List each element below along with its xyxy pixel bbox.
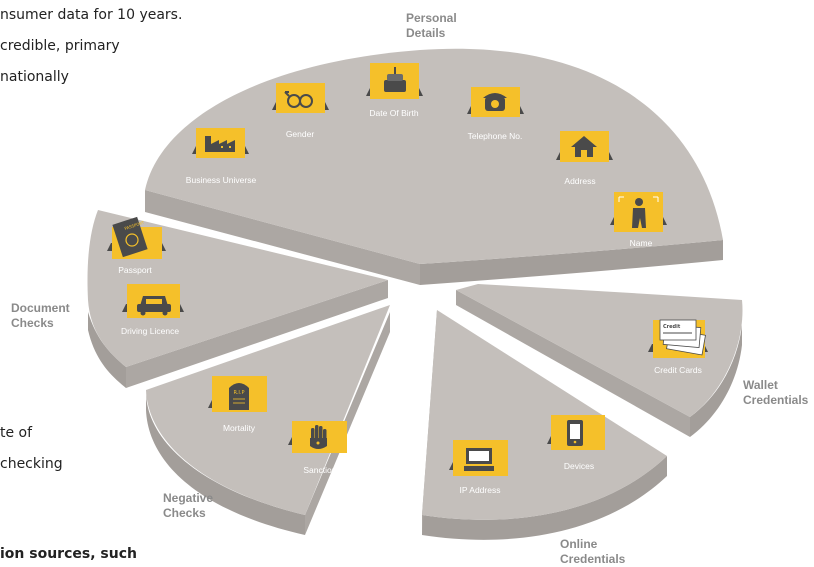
mobile-device-icon xyxy=(567,420,583,446)
slice-wallet-credentials[interactable] xyxy=(456,284,743,437)
item-sanctions[interactable]: Sanctions xyxy=(288,421,347,475)
item-label: Name xyxy=(630,238,653,248)
item-name[interactable]: Name xyxy=(610,192,667,248)
body-text-line-2: credible, primary xyxy=(0,38,120,54)
item-telephone[interactable]: Telephone No. xyxy=(467,87,524,141)
slice-negative-checks[interactable] xyxy=(145,305,390,535)
item-date-of-birth[interactable]: Date Of Birth xyxy=(366,63,423,118)
item-label: IP Address xyxy=(460,485,501,495)
item-label: Devices xyxy=(564,461,594,471)
gravestone-icon: R.I.P xyxy=(229,383,249,410)
telephone-icon xyxy=(483,93,507,111)
body-text-line-5: checking xyxy=(0,456,63,472)
item-address[interactable]: Address xyxy=(556,131,613,186)
body-text-line-4: te of xyxy=(0,425,33,441)
item-business-universe[interactable]: Business Universe xyxy=(186,128,257,185)
factory-icon xyxy=(205,136,235,152)
item-label: Telephone No. xyxy=(468,131,523,141)
item-ip-address[interactable]: IP Address xyxy=(449,440,508,495)
item-label: Gender xyxy=(286,129,315,139)
item-label: Sanctions xyxy=(303,465,340,475)
person-silhouette-icon xyxy=(618,196,659,228)
svg-text:PASSPORT: PASSPORT xyxy=(124,220,146,231)
item-label: Driving Licence xyxy=(121,326,179,336)
house-icon xyxy=(571,136,597,157)
car-icon xyxy=(137,296,171,316)
item-label: Credit Cards xyxy=(654,365,702,375)
computer-icon xyxy=(464,448,494,471)
item-mortality[interactable]: R.I.P Mortality xyxy=(208,376,267,433)
svg-text:Credit: Credit xyxy=(663,324,681,330)
item-label: Date Of Birth xyxy=(369,108,418,118)
credit-cards-icon: Credit xyxy=(659,319,706,356)
passport-icon: PASSPORT xyxy=(112,216,148,258)
birthday-cake-icon xyxy=(384,67,406,92)
stop-hand-icon xyxy=(310,425,327,449)
item-label: Mortality xyxy=(223,423,256,433)
body-text-line-1: nsumer data for 10 years. xyxy=(0,7,183,23)
gender-symbols-icon xyxy=(284,91,313,108)
item-label: Passport xyxy=(118,265,152,275)
item-devices[interactable]: Devices xyxy=(547,415,605,471)
body-text-line-6: ion sources, such xyxy=(0,546,137,562)
body-text-line-3: nationally xyxy=(0,69,69,85)
item-label: Business Universe xyxy=(186,175,257,185)
item-credit-cards[interactable]: Credit Credit Cards xyxy=(648,319,708,375)
svg-text:R.I.P: R.I.P xyxy=(234,390,245,396)
item-driving-licence[interactable]: Driving Licence xyxy=(121,284,184,336)
item-gender[interactable]: Gender xyxy=(272,83,329,139)
item-passport[interactable]: PASSPORT Passport xyxy=(107,216,166,275)
item-label: Address xyxy=(564,176,595,186)
